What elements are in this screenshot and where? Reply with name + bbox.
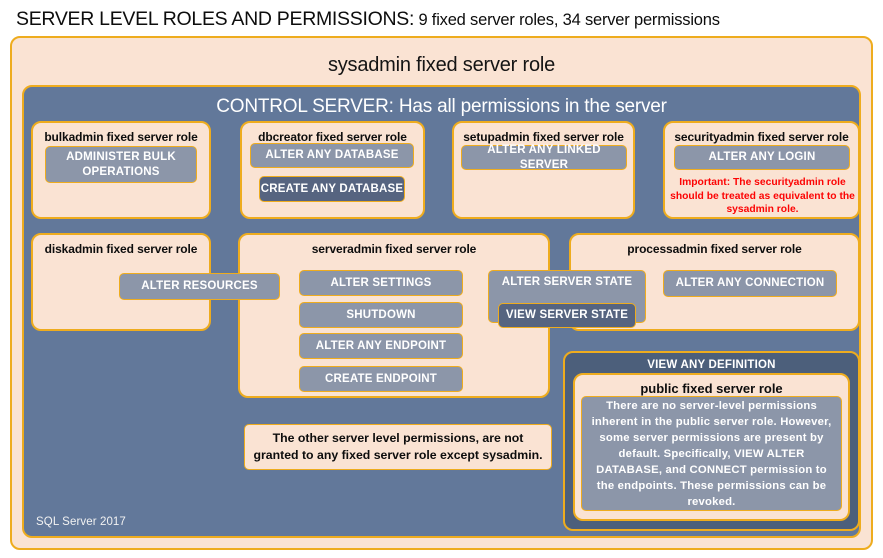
role-box-securityadmin: securityadmin fixed server role	[663, 121, 860, 219]
permission-alter-any-endpoint[interactable]: ALTER ANY ENDPOINT	[299, 333, 463, 359]
other-permissions-note: The other server level permissions, are …	[244, 424, 552, 470]
role-label-securityadmin: securityadmin fixed server role	[674, 130, 849, 144]
permission-create-any-database[interactable]: CREATE ANY DATABASE	[259, 176, 405, 202]
permission-alter-settings[interactable]: ALTER SETTINGS	[299, 270, 463, 296]
page-title-main: SERVER LEVEL ROLES AND PERMISSIONS:	[16, 8, 415, 30]
control-server-label: CONTROL SERVER: Has all permissions in t…	[216, 96, 667, 117]
permission-alter-any-connection[interactable]: ALTER ANY CONNECTION	[663, 270, 837, 297]
role-label-serveradmin: serveradmin fixed server role	[311, 242, 477, 256]
permission-shutdown[interactable]: SHUTDOWN	[299, 302, 463, 328]
role-box-dbcreator: dbcreator fixed server role	[240, 121, 425, 219]
permission-alter-any-database[interactable]: ALTER ANY DATABASE	[250, 143, 414, 168]
page-title-subtitle: 9 fixed server roles, 34 server permissi…	[414, 11, 720, 29]
permission-view-any-definition-label: VIEW ANY DEFINITION	[647, 359, 776, 371]
permission-alter-any-linked-server[interactable]: ALTER ANY LINKED SERVER	[461, 144, 627, 171]
role-label-bulkadmin: bulkadmin fixed server role	[44, 130, 198, 144]
role-label-setupadmin: setupadmin fixed server role	[463, 130, 624, 144]
public-role-note: There are no server-level permissions in…	[581, 396, 842, 511]
permission-view-server-state[interactable]: VIEW SERVER STATE	[498, 303, 636, 328]
permission-administer-bulk-operations[interactable]: ADMINISTER BULK OPERATIONS	[45, 146, 197, 183]
role-label-processadmin: processadmin fixed server role	[627, 242, 802, 256]
sql-server-version-label: SQL Server 2017	[36, 516, 126, 528]
securityadmin-warning-text: Important: The securityadmin role should…	[670, 177, 855, 215]
sysadmin-role-label: sysadmin fixed server role	[327, 54, 556, 76]
role-label-dbcreator: dbcreator fixed server role	[258, 130, 407, 144]
permission-alter-any-login[interactable]: ALTER ANY LOGIN	[674, 145, 850, 170]
page-title: SERVER LEVEL ROLES AND PERMISSIONS: 9 fi…	[16, 8, 876, 34]
role-label-public: public fixed server role	[640, 381, 783, 396]
role-box-setupadmin: setupadmin fixed server role	[452, 121, 635, 219]
permission-create-endpoint[interactable]: CREATE ENDPOINT	[299, 366, 463, 392]
role-label-diskadmin: diskadmin fixed server role	[44, 242, 198, 256]
permission-alter-resources[interactable]: ALTER RESOURCES	[119, 273, 280, 300]
